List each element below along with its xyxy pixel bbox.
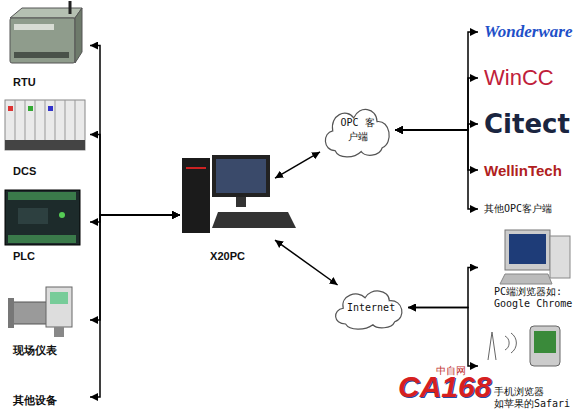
dcs-device <box>5 100 85 150</box>
mobile-phone-part <box>530 326 560 366</box>
rtu-device-part <box>14 24 54 30</box>
node-text: 现场仪表 <box>13 343 57 358</box>
node-text: 其他设备 <box>13 393 57 408</box>
plc-device-part <box>18 208 48 224</box>
device-node: DCS <box>5 92 90 177</box>
dcs-device-part <box>8 106 13 111</box>
connector-arrow <box>275 152 320 178</box>
mobile-phone-part <box>534 331 556 353</box>
dcs-device-part <box>5 100 85 150</box>
cloud-shape <box>325 109 389 157</box>
node-text: RTU <box>13 76 36 88</box>
connector-arrow <box>395 124 478 130</box>
pc-browser-computer-part <box>509 234 546 264</box>
x20pc-computer <box>182 155 296 233</box>
plc-device-part <box>8 235 76 243</box>
connector-arrow <box>90 46 180 216</box>
logo-node: WinCC <box>478 58 576 98</box>
x20pc-computer-part <box>216 159 266 193</box>
mobile-phone-part <box>492 332 496 360</box>
field-instrument-part <box>50 292 68 304</box>
connector-arrow <box>395 32 478 130</box>
plc-device-part <box>5 190 80 245</box>
x20pc-computer-part <box>212 155 270 197</box>
connector-arrow <box>275 240 338 285</box>
browser-node: PC端浏览器如: Google Chrome <box>478 225 580 310</box>
node-text: Citect <box>484 109 570 139</box>
dcs-device-part <box>48 106 53 111</box>
node-text: X20PC <box>210 250 245 262</box>
connector-arrow <box>395 130 478 170</box>
node-text: 手机浏览器 如苹果的Safari <box>494 386 578 410</box>
logo-node: Wonderware <box>478 12 576 52</box>
dcs-device-part <box>5 140 85 150</box>
field-instrument-part <box>54 327 64 337</box>
logo-node: WellinTech <box>478 150 576 190</box>
field-instrument-part <box>12 302 50 324</box>
node-text: PC端浏览器如: Google Chrome <box>494 286 578 310</box>
connector-arrow <box>408 308 478 367</box>
plc-device-part <box>59 212 65 218</box>
field-instrument <box>8 287 72 337</box>
rtu-device-part <box>14 52 69 58</box>
computer-node: X20PC <box>180 150 275 262</box>
cloud-node: Internet <box>330 285 408 330</box>
node-text: WinCC <box>484 65 554 91</box>
node-text: Wonderware <box>484 22 572 42</box>
pc-browser-computer-part <box>500 274 552 284</box>
rtu-device-part <box>75 8 82 63</box>
logo-node: 其他OPC客户端 <box>478 198 576 220</box>
x20pc-computer-part <box>186 167 206 169</box>
device-node: RTU <box>5 3 90 88</box>
rtu-device-part <box>69 1 72 14</box>
logo-node: Citect <box>478 104 576 144</box>
cloud-shape <box>336 291 402 329</box>
pc-browser-computer-part <box>550 236 570 278</box>
plc-device-part <box>8 192 76 200</box>
rtu-device-part <box>10 18 75 63</box>
cloud-node: OPC 客户端 <box>320 102 395 158</box>
browser-node: 手机浏览器 如苹果的Safari <box>478 322 580 410</box>
connector-arrow <box>408 268 478 308</box>
x20pc-computer-part <box>212 212 296 228</box>
node-text: Internet <box>347 302 391 313</box>
pc-browser-computer <box>500 230 570 284</box>
node-text: DCS <box>13 165 36 177</box>
rtu-device <box>10 1 82 63</box>
node-text: 其他OPC客户端 <box>484 202 552 216</box>
mobile-phone-part <box>488 332 492 360</box>
device-node: 其他设备 <box>5 386 90 408</box>
node-text: OPC 客户端 <box>336 116 380 144</box>
field-instrument-part <box>8 298 14 328</box>
cloud-outline <box>320 102 395 158</box>
pc-browser-computer-part <box>505 230 550 270</box>
node-text: PLC <box>13 250 35 262</box>
connector-arrow <box>395 130 478 209</box>
x20pc-computer-part <box>182 158 210 233</box>
connector-arrow <box>90 135 180 216</box>
plc-device <box>5 190 80 245</box>
watermark-text: CA168 <box>398 370 491 404</box>
connector-arrow <box>90 215 180 222</box>
field-instrument-part <box>46 287 72 327</box>
node-text: WellinTech <box>484 162 562 179</box>
device-node: 现场仪表 <box>5 282 90 358</box>
connector-arrow <box>395 78 478 130</box>
dcs-device-part <box>15 100 75 140</box>
connector-arrow <box>90 215 180 320</box>
mobile-phone-part <box>505 333 516 353</box>
x20pc-computer-part <box>236 197 246 207</box>
dcs-device-part <box>28 106 33 111</box>
connector-arrow <box>90 215 180 397</box>
mobile-phone <box>488 326 560 366</box>
device-node: PLC <box>5 182 90 262</box>
